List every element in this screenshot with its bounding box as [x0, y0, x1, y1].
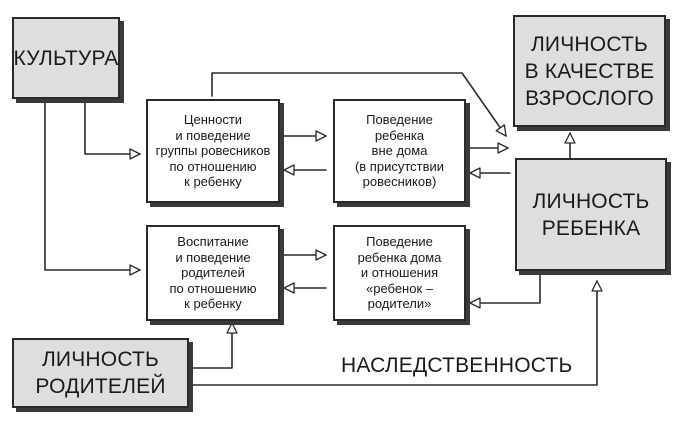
culture-box: КУЛЬТУРА: [12, 17, 120, 99]
arrow-heredity: [189, 280, 603, 386]
arrow-child-to-behavior-home: [469, 273, 541, 309]
behavior-outside-label: Поведение ребенка вне дома (в присутстви…: [354, 112, 445, 190]
behavior-outside-box: Поведение ребенка вне дома (в присутстви…: [333, 99, 466, 203]
adult-personality-box: ЛИЧНОСТЬ В КАЧЕСТВЕ ВЗРОСЛОГО: [513, 15, 666, 127]
culture-label: КУЛЬТУРА: [13, 46, 119, 70]
arrow-culture-to-parent-upbringing: [44, 97, 141, 276]
parent-personality-box: ЛИЧНОСТЬ РОДИТЕЛЕЙ: [12, 338, 189, 408]
child-personality-label: ЛИЧНОСТЬ РЕБЕНКА: [532, 189, 650, 240]
behavior-home-label: Поведение ребенка дома и отношения «ребе…: [357, 234, 442, 312]
arrow-peer-values-to-personality: [211, 72, 507, 137]
behavior-home-box: Поведение ребенка дома и отношения «ребе…: [333, 225, 466, 321]
parent-personality-label: ЛИЧНОСТЬ РОДИТЕЛЕЙ: [35, 348, 166, 398]
heredity-label: НАСЛЕДСТВЕННОСТЬ: [341, 354, 573, 377]
arrow-parent-personality-to-upbringing: [189, 322, 238, 369]
arrow-culture-to-peer-values: [84, 97, 141, 160]
adult-personality-label: ЛИЧНОСТЬ В КАЧЕСТВЕ ВЗРОСЛОГО: [524, 32, 655, 110]
peer-values-label: Ценности и поведение группы ровесников п…: [155, 112, 271, 190]
parent-upbringing-label: Воспитание и поведение родителей по отно…: [169, 234, 257, 312]
parent-upbringing-box: Воспитание и поведение родителей по отно…: [146, 225, 280, 321]
child-personality-box: ЛИЧНОСТЬ РЕБЕНКА: [515, 158, 667, 271]
peer-values-box: Ценности и поведение группы ровесников п…: [146, 99, 280, 203]
